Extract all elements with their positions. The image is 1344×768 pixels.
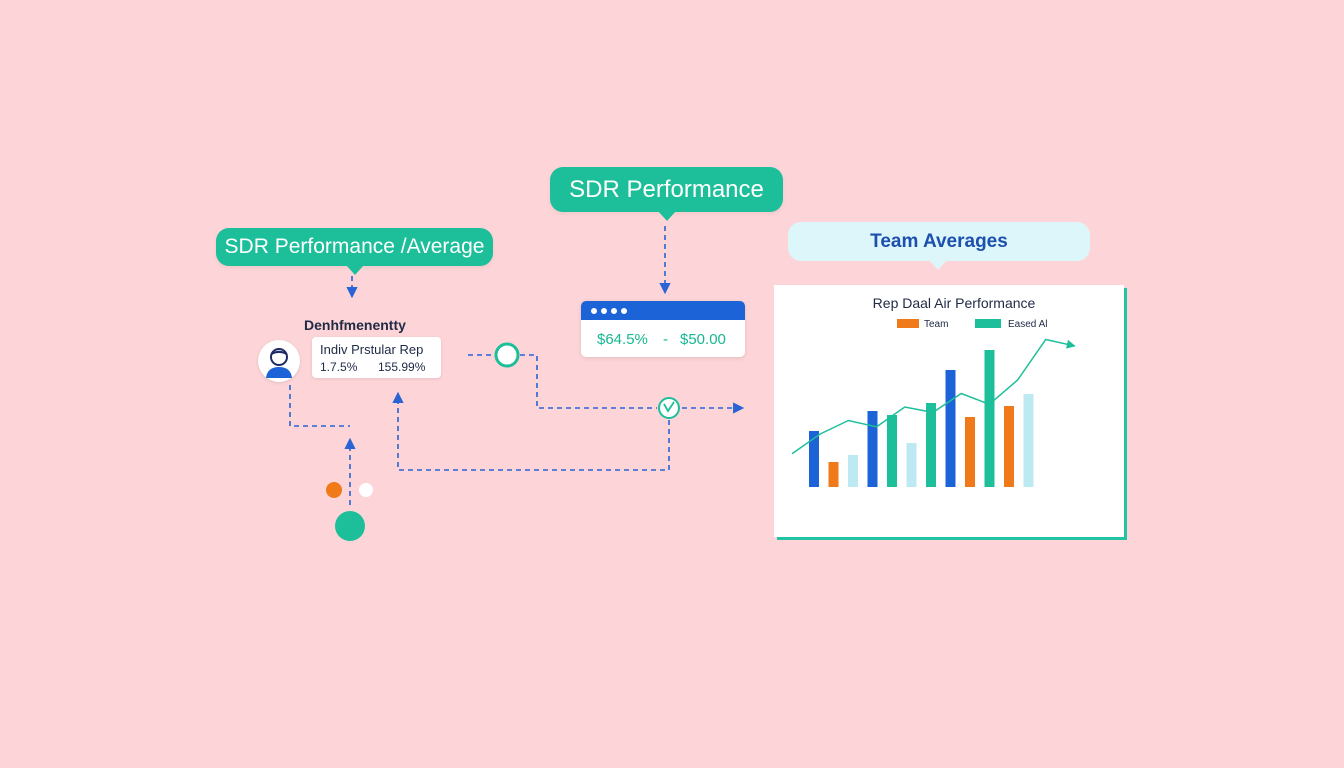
legend-label-eased: Eased Al (1008, 319, 1047, 330)
sdr-performance-text: SDR Performance (569, 175, 764, 203)
chart-bar (965, 417, 975, 487)
chart-bar (984, 350, 995, 487)
team-averages-text: Team Averages (870, 230, 1008, 252)
sdr-average-label: SDR Performance /Average (216, 228, 493, 275)
rep-card: Indiv Prstular Rep 1.7.5% 155.99% (312, 337, 441, 378)
arrow-lower-loop (392, 391, 670, 471)
white-dot (359, 483, 373, 497)
line-node-to-check (520, 354, 657, 409)
performance-chart: Rep Daal Air Performance Team Eased Al (791, 295, 1076, 487)
window-dot (591, 308, 597, 314)
sdr-average-text: SDR Performance /Average (224, 235, 485, 258)
rep-heading: Denhfmenentty (304, 317, 406, 333)
chart-title: Rep Daal Air Performance (873, 295, 1036, 311)
window-dot (601, 308, 607, 314)
performance-chart-panel: Rep Daal Air Performance Team Eased Al (774, 285, 1124, 537)
chart-bar (1004, 406, 1014, 487)
rep-card-title: Indiv Prstular Rep (320, 342, 424, 357)
rep-value-2: 155.99% (378, 360, 426, 374)
chart-bar (926, 403, 936, 487)
chart-bar (1023, 394, 1034, 487)
window-separator: - (663, 331, 668, 348)
window-dot (621, 308, 627, 314)
chart-bar (809, 431, 819, 487)
chart-bar (828, 462, 839, 487)
check-icon (658, 397, 680, 419)
person-icon (258, 340, 300, 382)
chart-bar (906, 443, 917, 487)
orange-dot (326, 482, 342, 498)
sdr-performance-label: SDR Performance (550, 167, 783, 221)
legend-swatch-team (897, 319, 919, 328)
legend-swatch-eased (975, 319, 1001, 328)
chart-bar (848, 455, 858, 487)
rep-value-1: 1.7.5% (320, 360, 358, 374)
window-title-bar (581, 301, 745, 320)
chart-bar (945, 370, 956, 487)
window-dot (611, 308, 617, 314)
window-value-2: $50.00 (680, 331, 726, 348)
team-averages-label: Team Averages (788, 222, 1090, 270)
legend-label-team: Team (924, 319, 948, 330)
flow-node (494, 342, 520, 368)
chart-bar (867, 411, 878, 487)
arrow-left-loop (289, 385, 350, 427)
chart-bar (887, 415, 897, 487)
metrics-window: $64.5% - $50.00 (581, 301, 745, 357)
chart-trend-line (791, 338, 1076, 455)
window-value-1: $64.5% (597, 331, 648, 348)
green-dot (335, 511, 365, 541)
